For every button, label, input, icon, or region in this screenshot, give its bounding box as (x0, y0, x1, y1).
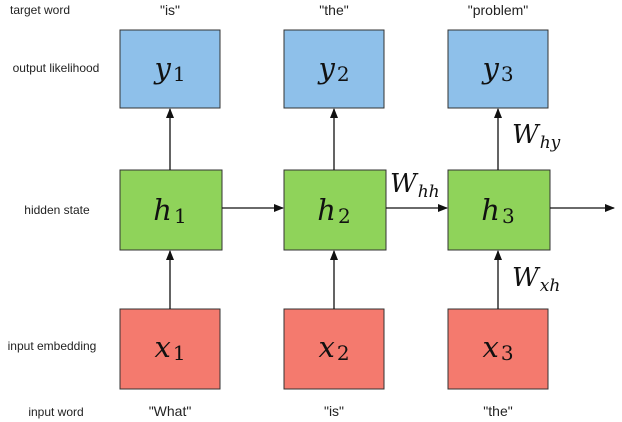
row-label-hidden-state: hidden state (24, 203, 90, 217)
row-label-input-embedding: input embedding (8, 339, 97, 353)
hidden-box-1 (119, 169, 223, 251)
weight-label-xh: Wxh (512, 263, 560, 296)
row-label-input-word: input word (28, 405, 83, 419)
row-label-target-word: target word (10, 3, 70, 17)
input-box-3 (447, 308, 549, 390)
input-word-3: "the" (483, 403, 512, 419)
hidden-box-2 (283, 169, 387, 251)
output-box-3 (447, 29, 549, 109)
weight-label-hy: Why (512, 120, 561, 153)
target-word-3: "problem" (468, 2, 529, 18)
input-box-2 (283, 308, 385, 390)
row-label-output-likelihood: output likelihood (13, 61, 100, 75)
input-box-1 (119, 308, 221, 390)
output-box-1 (119, 29, 221, 109)
output-box-2 (283, 29, 385, 109)
hidden-box-3 (447, 169, 551, 251)
target-word-1: "is" (160, 2, 180, 18)
input-word-1: "What" (149, 403, 192, 419)
input-word-2: "is" (324, 403, 344, 419)
weight-label-hh: Whh (390, 169, 440, 202)
target-word-2: "the" (319, 2, 348, 18)
